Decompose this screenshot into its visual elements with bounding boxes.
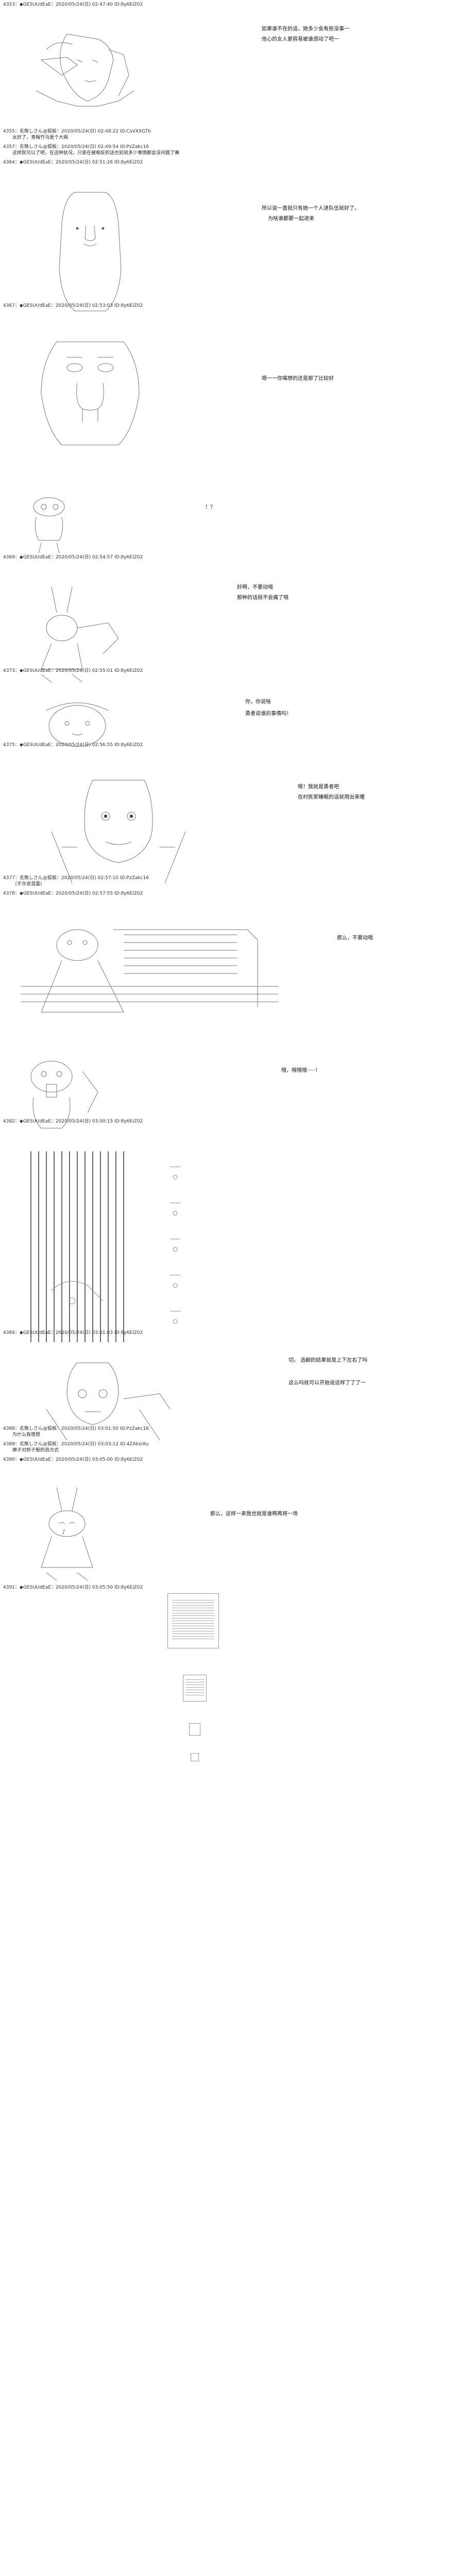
aa-figure-bald-man — [36, 1338, 180, 1455]
dialogue-line: 嗯！我就是勇者吧 — [298, 784, 339, 790]
aa-figure-hat-face — [26, 675, 129, 762]
dialogue-line: 如果谁不在的话，她多少会有些没事一 — [262, 26, 349, 32]
post-header: 4388：名無しさん@狐板：2020/05/24(日) 03:01:50 ID:… — [3, 1426, 149, 1431]
dialogue-line: 嗯一一你嘴想的还是那了比较好 — [262, 376, 334, 382]
post-text: 为什么有感想 — [12, 1432, 41, 1438]
post-header: 4382：◆GESUt/dEaE：2020/05/24(日) 03:00:15 … — [3, 1119, 143, 1124]
music-note-icon: ♪ — [62, 1528, 66, 1535]
post-header: 4355：名無しさん@狐板：2020/05/24(日) 02:48:22 ID:… — [3, 129, 151, 134]
dialogue-line: 在村民家睡眠的话就用出来喔 — [298, 795, 365, 800]
aa-figure-rabbit-ears — [31, 562, 134, 695]
post-text: （不许说混蛋） — [12, 882, 45, 887]
aa-figure-battle-scene — [21, 900, 289, 1032]
aa-figure-squint-face — [31, 312, 149, 465]
aa-figure-smiling-man — [41, 750, 196, 903]
blank-panel-small — [189, 1723, 200, 1736]
post-header: 4369：◆GESUt/dEaE：2020/05/24(日) 02:54:57 … — [3, 555, 143, 560]
post-header: 4375：◆GESUt/dEaE：2020/05/24(日) 02:56:55 … — [3, 742, 143, 748]
post-text: 狮子对抓子般的逃方式 — [12, 1448, 59, 1453]
dialogue-line: 他心的女人更容易被谁感动了吧一 — [262, 37, 339, 42]
aa-figure-small-surprised — [21, 474, 82, 566]
post-header: 4389：名無しさん@狐板：2020/05/24(日) 03:03:12 ID:… — [3, 1442, 149, 1447]
dialogue-line: 切。 选翻的结果就是上下左右了吗 — [289, 1358, 368, 1363]
post-header: 4378：◆GESUt/dEaE：2020/05/24(日) 02:57:55 … — [3, 891, 143, 896]
post-header: 4357：名無しさん@狐板：2020/05/24(日) 02:49:54 ID:… — [3, 144, 149, 150]
post-header: 4367：◆GESUt/dEaE：2020/05/24(日) 02:53:03 … — [3, 303, 143, 308]
dialogue-line: 那么，不要动哦 — [337, 935, 373, 941]
post-header: 4391：◆GESUt/dEaE：2020/05/24(日) 03:05:50 … — [3, 1585, 143, 1590]
blank-panel-tiny — [191, 1753, 199, 1761]
post-header: 4373：◆GESUt/dEaE：2020/05/24(日) 02:55:01 … — [3, 668, 143, 673]
aa-figure-hand-face — [26, 9, 144, 121]
dialogue-line: 哦，哦哦哦·····！ — [281, 1068, 320, 1074]
post-text: 这样就可以了吧，在这种状况，只是在被相反的话也别说多少事情都会没问题了嘛 — [12, 151, 180, 156]
post-header: 4377：名無しさん@狐板：2020/05/24(日) 02:57:10 ID:… — [3, 876, 149, 881]
post-header: 4384：◆GESUt/dEaE：2020/05/24(日) 03:01:03 … — [3, 1330, 143, 1335]
dialogue-line: 所以说一直就只有她一个人进队伍就好了。 — [262, 206, 360, 211]
post-header: 4390：◆GESUt/dEaE：2020/05/24(日) 03:05:00 … — [3, 1457, 143, 1462]
dialogue-line: 那种的话就不会痛了哦 — [237, 595, 289, 601]
dialogue-line: 好啊，不要动哦 — [237, 585, 273, 590]
aa-figure-long-face — [54, 168, 126, 326]
aa-figure-shocked — [21, 1036, 103, 1143]
blank-panel-medium — [183, 1675, 207, 1702]
dialogue-line: 为啥谁都要一起进来 — [268, 216, 314, 222]
dialogue-line: 勇者说谁的事情吗！ — [245, 711, 292, 717]
dialogue-line: 这么吗就可以开始说这样了了了一 — [289, 1380, 366, 1386]
aa-figure-rabbit-happy — [26, 1465, 108, 1593]
dialogue-line: 你，你说啥 — [245, 699, 271, 705]
dialogue-line: ！？ — [205, 505, 215, 510]
dialogue-line: 那么，这样一来我也就是谁啊再将一场 — [210, 1511, 298, 1517]
post-header: 4353：◆GESUt/dEaE：2020/05/24(日) 02:47:40 … — [3, 2, 143, 7]
blank-panel-large — [167, 1593, 219, 1648]
aa-figure-prison-bars — [21, 1127, 289, 1357]
post-text: 太好了，青梅竹马是个大祸 — [12, 135, 69, 140]
post-header: 4364：◆GESUt/dEaE：2020/05/24(日) 02:51:26 … — [3, 160, 143, 165]
